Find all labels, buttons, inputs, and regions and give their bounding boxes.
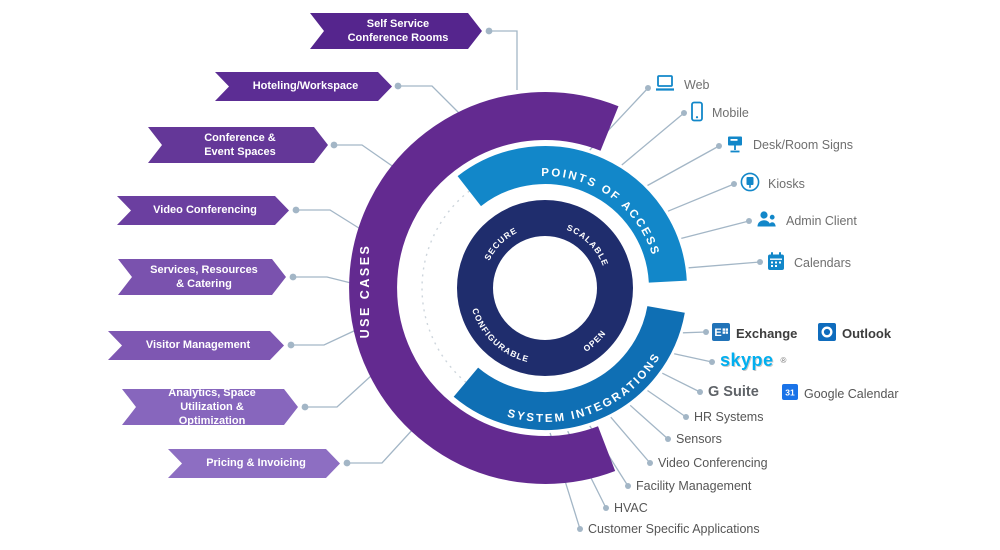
si-label: Customer Specific Applications [588, 522, 760, 536]
use-case-banner-services-resources-catering: Services, Resources & Catering [118, 259, 286, 295]
si-item-hvac: HVAC [614, 501, 648, 515]
use-cases-arc [349, 91, 619, 484]
si-label: Exchange [736, 326, 798, 341]
poa-item-kiosks: Kiosks [740, 172, 805, 195]
google-calendar-logo: 31 [782, 384, 798, 403]
system-integrations-arc [453, 305, 685, 430]
gsuite-wordmark: G Suite [708, 384, 759, 400]
connector-admin-client [681, 220, 750, 240]
use-case-banner-conference-event-spaces: Conference & Event Spaces [148, 127, 328, 163]
poa-item-calendars: Calendars [766, 251, 851, 275]
connector-visitor [291, 329, 357, 346]
poa-item-desk-room-signs: Desk/Room Signs [725, 133, 853, 157]
use-case-banner-analytics-space-utilization: Analytics, Space Utilization & Optimizat… [122, 389, 298, 425]
connector-desk-room-signs [647, 145, 720, 187]
connector-analytics [305, 374, 373, 408]
poa-label: Mobile [712, 106, 749, 120]
connector-sensors [629, 404, 669, 440]
poa-item-web: Web [654, 73, 709, 96]
calendar-icon [766, 251, 786, 275]
si-item-skype: skype ® [720, 350, 786, 371]
use-case-banner-self-service-conference-rooms: Self Service Conference Rooms [310, 13, 482, 49]
si-item-exchange: E Exchange [712, 323, 797, 344]
poa-label: Web [684, 77, 710, 92]
skype-registered-mark: ® [780, 356, 787, 365]
connector-pricing [347, 427, 415, 464]
admin-client-icon [755, 209, 778, 232]
si-item-gsuite: G Suite [708, 384, 759, 400]
poa-label: Desk/Room Signs [753, 138, 854, 152]
exchange-logo: E [712, 323, 730, 344]
connector-kiosks [667, 183, 735, 212]
points-of-access-arc [457, 146, 687, 284]
outlook-logo [818, 323, 836, 344]
mobile-icon [690, 101, 704, 125]
si-item-customer-specific-applications: Customer Specific Applications [588, 522, 760, 536]
core-ring [457, 200, 633, 376]
poa-item-admin-client: Admin Client [755, 209, 857, 232]
connector-exchange [682, 331, 707, 334]
use-case-banner-pricing-invoicing: Pricing & Invoicing [168, 449, 340, 478]
si-item-hr-systems: HR Systems [694, 410, 763, 424]
si-item-video-conferencing: Video Conferencing [658, 456, 768, 470]
connector-skype [674, 353, 713, 363]
poa-label: Calendars [794, 256, 851, 270]
connector-video-conferencing [296, 209, 363, 231]
connector-conference-spaces [334, 144, 399, 171]
web-icon [654, 73, 676, 96]
poa-item-mobile: Mobile [690, 101, 749, 125]
si-label: HR Systems [694, 410, 764, 424]
use-case-banner-visitor-management: Visitor Management [108, 331, 284, 360]
si-item-outlook: Outlook [818, 323, 891, 344]
use-case-banner-hoteling-workspace: Hoteling/Workspace [215, 72, 392, 101]
connector-hoteling [398, 85, 464, 118]
desk-room-sign-icon [725, 133, 745, 157]
si-item-facility-management: Facility Management [636, 479, 751, 493]
use-cases-arc-label: USE CASES [358, 244, 372, 339]
connector-lines [291, 30, 761, 530]
si-label: Sensors [676, 432, 722, 446]
connector-video-conf-int [610, 416, 651, 464]
skype-wordmark: skype [720, 350, 774, 370]
google-calendar-logo-number: 31 [785, 388, 795, 398]
si-label: Facility Management [636, 479, 752, 493]
si-item-sensors: Sensors [676, 432, 722, 446]
poa-label: Kiosks [768, 176, 805, 191]
si-label: Outlook [842, 326, 892, 341]
exchange-logo-letter: E [714, 327, 721, 339]
connector-mobile [621, 112, 685, 166]
si-label: HVAC [614, 501, 648, 515]
connector-services [293, 276, 356, 285]
kiosk-icon [740, 172, 760, 195]
connector-self-service [489, 30, 518, 90]
si-label: Google Calendar [804, 386, 899, 401]
connector-calendars [688, 261, 761, 269]
si-label: Video Conferencing [658, 456, 768, 470]
connector-hr-systems [647, 389, 687, 418]
connector-gsuite [662, 372, 701, 393]
si-item-google-calendar: 31 Google Calendar [782, 384, 899, 403]
poa-label: Admin Client [786, 213, 857, 228]
connector-dots [287, 27, 763, 532]
use-case-banner-video-conferencing: Video Conferencing [117, 196, 289, 225]
